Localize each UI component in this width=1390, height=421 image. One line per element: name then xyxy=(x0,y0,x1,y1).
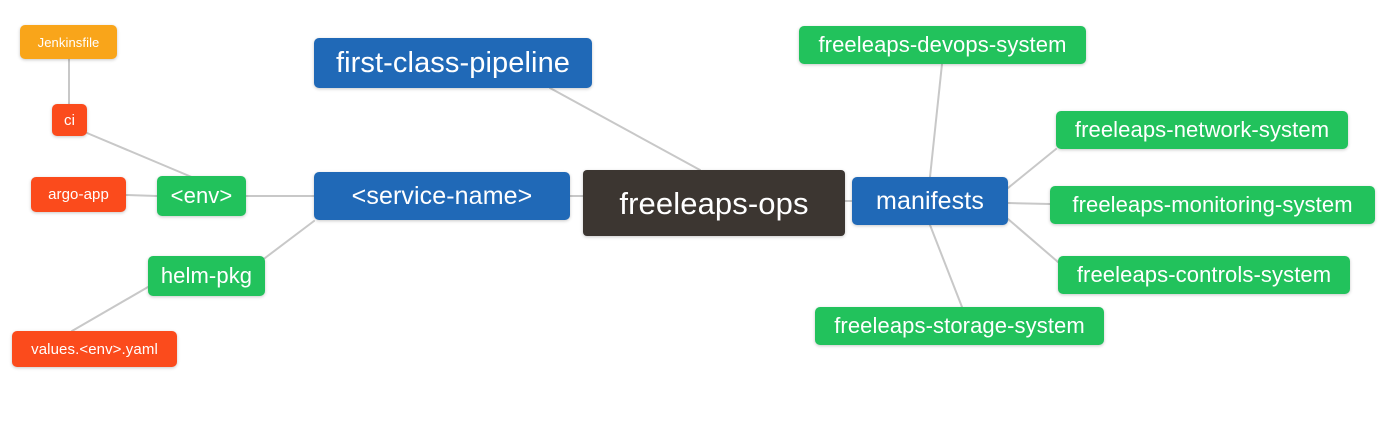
node-argo-app[interactable]: argo-app xyxy=(31,177,126,212)
node-label-values-yaml: values.<env>.yaml xyxy=(31,340,158,358)
edge-manifests-to-freeleaps-devops-system xyxy=(929,63,943,178)
node-label-freeleaps-storage-system: freeleaps-storage-system xyxy=(834,313,1085,338)
node-freeleaps-monitoring-system[interactable]: freeleaps-monitoring-system xyxy=(1050,186,1375,224)
node-env[interactable]: <env> xyxy=(157,176,246,216)
node-label-argo-app: argo-app xyxy=(48,186,109,203)
node-label-freeleaps-devops-system: freeleaps-devops-system xyxy=(818,32,1067,57)
edge-ci-to-env xyxy=(86,132,195,179)
node-label-freeleaps-network-system: freeleaps-network-system xyxy=(1074,117,1330,142)
node-freeleaps-devops-system[interactable]: freeleaps-devops-system xyxy=(799,26,1086,64)
node-label-service-name: <service-name> xyxy=(351,181,533,210)
node-label-manifests: manifests xyxy=(876,186,984,215)
edge-manifests-to-freeleaps-storage-system xyxy=(929,224,963,308)
node-freeleaps-network-system[interactable]: freeleaps-network-system xyxy=(1056,111,1348,149)
edge-manifests-to-freeleaps-network-system xyxy=(1007,148,1057,189)
node-label-helm-pkg: helm-pkg xyxy=(160,263,253,288)
node-manifests[interactable]: manifests xyxy=(852,177,1008,225)
edge-first-class-pipeline-to-freeleaps-ops xyxy=(549,87,701,171)
node-ci[interactable]: ci xyxy=(52,104,87,136)
node-label-jenkinsfile: Jenkinsfile xyxy=(37,34,100,50)
node-helm-pkg[interactable]: helm-pkg xyxy=(148,256,265,296)
edge-service-name-to-helm-pkg xyxy=(264,220,315,259)
node-label-env: <env> xyxy=(170,183,233,208)
edge-manifests-to-freeleaps-controls-system xyxy=(1007,218,1059,263)
node-label-first-class-pipeline: first-class-pipeline xyxy=(335,46,571,79)
node-label-freeleaps-ops: freeleaps-ops xyxy=(619,185,809,221)
node-freeleaps-controls-system[interactable]: freeleaps-controls-system xyxy=(1058,256,1350,294)
node-label-ci: ci xyxy=(63,111,76,129)
node-label-freeleaps-controls-system: freeleaps-controls-system xyxy=(1076,262,1332,287)
node-jenkinsfile[interactable]: Jenkinsfile xyxy=(20,25,117,59)
node-service-name[interactable]: <service-name> xyxy=(314,172,570,220)
node-first-class-pipeline[interactable]: first-class-pipeline xyxy=(314,38,592,88)
node-label-freeleaps-monitoring-system: freeleaps-monitoring-system xyxy=(1072,192,1353,217)
edge-manifests-to-freeleaps-monitoring-system xyxy=(1007,202,1051,205)
edge-argo-app-to-env xyxy=(125,194,158,197)
node-freeleaps-storage-system[interactable]: freeleaps-storage-system xyxy=(815,307,1104,345)
node-values-yaml[interactable]: values.<env>.yaml xyxy=(12,331,177,367)
node-freeleaps-ops[interactable]: freeleaps-ops xyxy=(583,170,845,236)
edge-helm-pkg-to-values-yaml xyxy=(71,286,149,332)
